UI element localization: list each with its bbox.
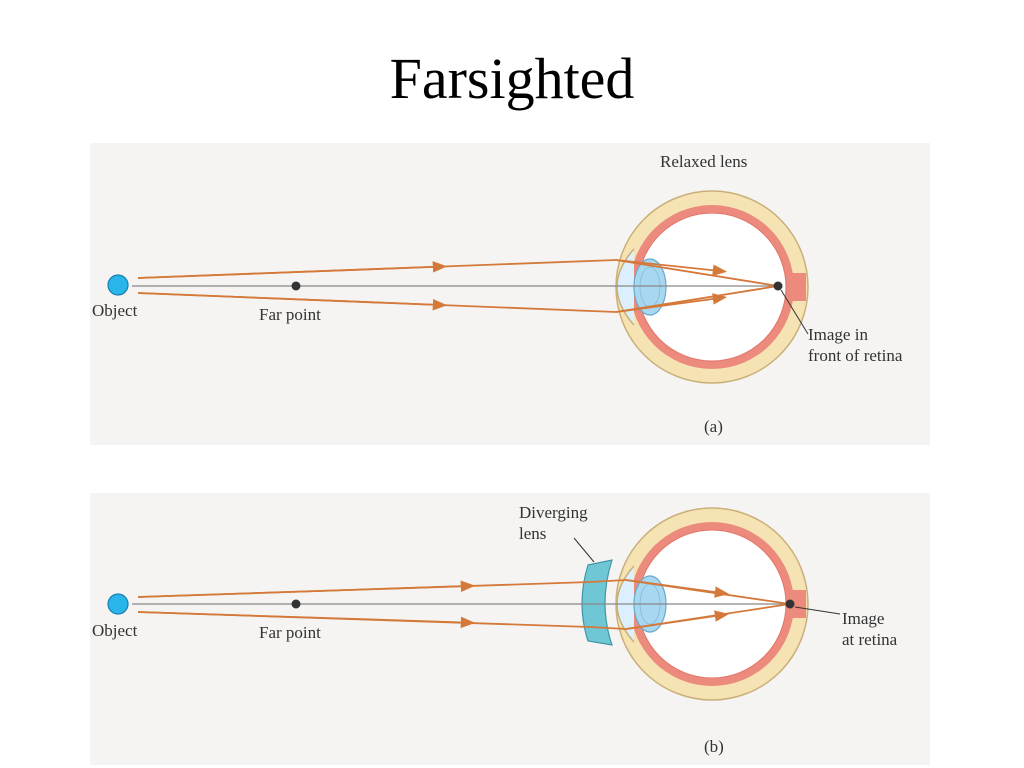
image-label-line1: Image <box>842 609 884 628</box>
diagram-a: Object Far point Relaxed lens Image in f… <box>92 152 903 436</box>
ray-lower-arrow <box>137 611 476 629</box>
diverging-lens-label-line2: lens <box>519 524 546 543</box>
far-point-label: Far point <box>259 623 321 642</box>
relaxed-lens-label: Relaxed lens <box>660 152 747 171</box>
slide-title: Farsighted <box>389 46 635 111</box>
image-label-line2: at retina <box>842 630 898 649</box>
far-point-dot <box>291 281 301 291</box>
ray-lower-inside-arrow <box>625 610 730 630</box>
image-label-line2: front of retina <box>808 346 903 365</box>
image-point-dot <box>785 599 795 609</box>
ray-lower-inside-arrow <box>615 293 728 313</box>
far-point-dot <box>291 599 301 609</box>
diverging-lens <box>581 559 613 646</box>
ray-lower-arrow <box>137 292 448 311</box>
cornea <box>616 248 635 326</box>
object-point <box>107 593 129 615</box>
eye-a <box>615 190 809 384</box>
ray-upper-inside-arrow <box>625 579 730 598</box>
ray-upper-arrow <box>137 261 448 279</box>
crystalline-lens <box>633 258 667 316</box>
caption-a: (a) <box>704 417 723 436</box>
ray-upper-arrow <box>137 580 476 598</box>
diverging-lens-label-line1: Diverging <box>519 503 588 522</box>
diagram-b: Object Far point Diverging lens Image at… <box>92 503 898 756</box>
object-label: Object <box>92 621 138 640</box>
far-point-label: Far point <box>259 305 321 324</box>
caption-b: (b) <box>704 737 724 756</box>
optic-nerve <box>792 590 806 618</box>
image-leader <box>794 606 841 615</box>
image-point-dot <box>773 281 783 291</box>
object-label: Object <box>92 301 138 320</box>
image-label-line1: Image in <box>808 325 868 344</box>
diverging-lens-leader <box>573 537 595 563</box>
ray-upper-inside-arrow <box>615 259 728 276</box>
object-point <box>107 274 129 296</box>
image-leader <box>780 289 809 335</box>
ray-upper-inside <box>615 259 779 287</box>
optic-nerve <box>792 273 806 301</box>
